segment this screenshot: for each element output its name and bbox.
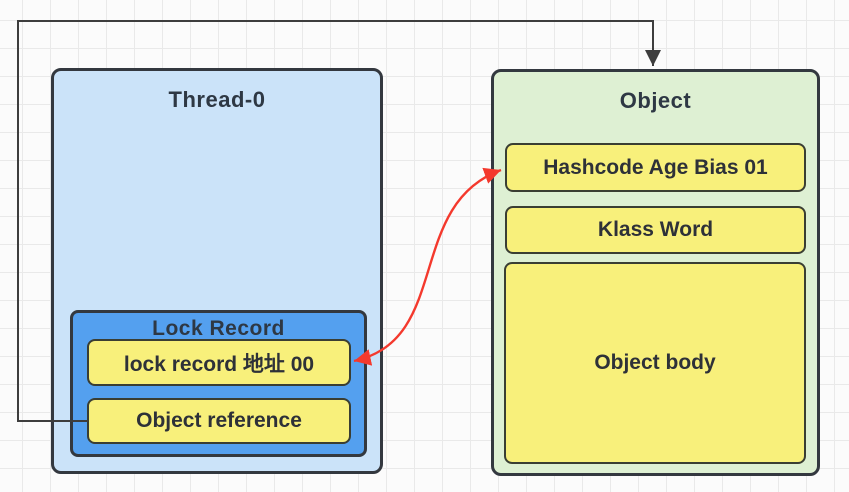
mark-word-cell: Hashcode Age Bias 01 bbox=[505, 143, 806, 192]
lock-record-title: Lock Record bbox=[152, 317, 285, 340]
thread-title: Thread-0 bbox=[168, 87, 266, 112]
klass-word-cell: Klass Word bbox=[505, 206, 806, 254]
object-title: Object bbox=[619, 88, 692, 113]
object-body-cell: Object body bbox=[504, 262, 806, 464]
lock-record-address-cell: lock record 地址 00 bbox=[87, 339, 351, 386]
object-reference-cell: Object reference bbox=[87, 398, 351, 444]
